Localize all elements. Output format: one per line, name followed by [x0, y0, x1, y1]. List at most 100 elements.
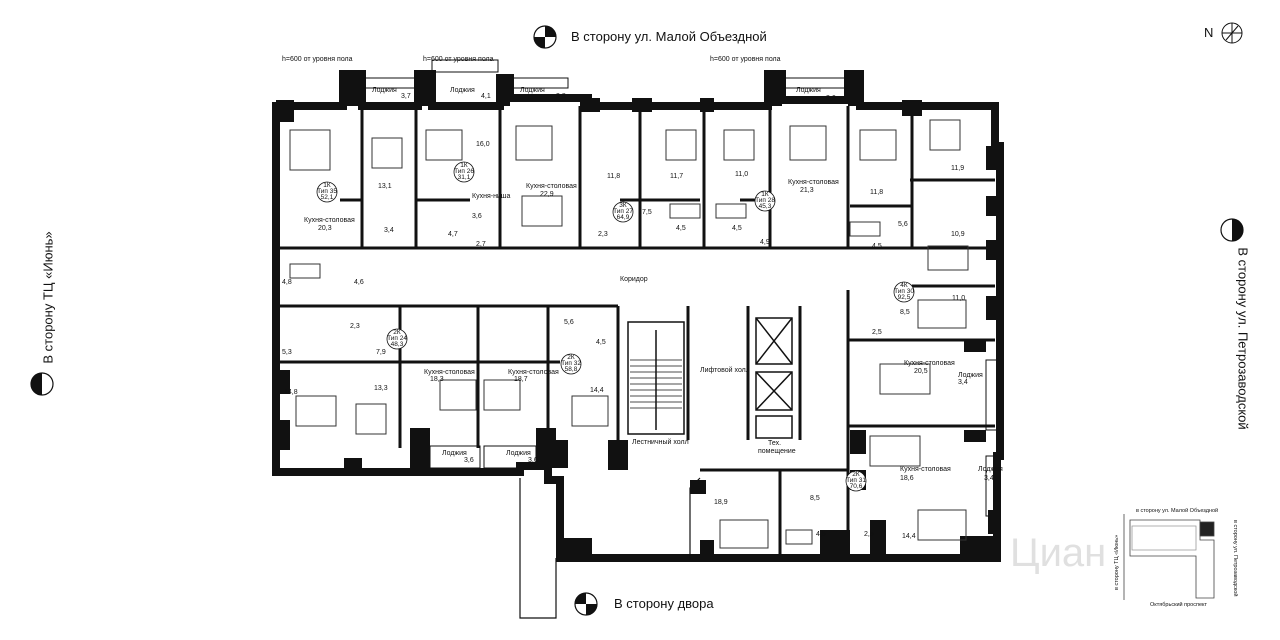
apt-type: 2К — [393, 329, 401, 336]
room-area: 11,8 — [870, 189, 883, 196]
kitchen-label: Кухня-столовая — [904, 360, 955, 367]
room-area: 18,7 — [514, 376, 528, 383]
keyplan-label: в сторону ул. Петрозаводской — [1232, 520, 1239, 596]
direction-top: В сторону ул. Малой Объездной — [571, 29, 767, 44]
kitchen-label: Кухня-столовая — [424, 369, 475, 376]
sill-note: h=600 от уровня пола — [423, 56, 494, 63]
apartment-badge: 1К Тип 28 45,3 — [754, 190, 776, 212]
room-area: 8,5 — [810, 495, 820, 502]
room-areas: 3,7 4,1 3,8 3,6 13,1 16,0 22,9 11,8 11,7… — [282, 93, 994, 540]
kitchen-label: Кухня-столовая — [508, 369, 559, 376]
room-area: 2,3 — [598, 231, 608, 238]
apt-area: 64,9 — [617, 214, 630, 221]
columns — [276, 74, 1000, 558]
apartment-badge: 2К Тип 32 58,8 — [560, 353, 582, 375]
room-area: 14,4 — [590, 387, 604, 394]
apt-code: Тип 35 — [317, 188, 337, 195]
loggia-label: Лоджия — [520, 87, 545, 94]
room-area: 2,3 — [350, 323, 360, 330]
room-area: 3,6 — [472, 213, 482, 220]
apt-area: 45,3 — [759, 203, 772, 210]
room-area: 11,0 — [952, 295, 965, 302]
apt-code: Тип 28 — [755, 197, 775, 204]
apt-code: Тип 24 — [387, 335, 407, 342]
tech-room-label: помещение — [758, 448, 796, 455]
sill-note: h=600 от уровня пола — [710, 56, 781, 63]
apt-type: 4К — [900, 282, 908, 289]
room-area: 11,7 — [670, 173, 683, 180]
direction-left: В сторону ТЦ «Июнь» — [40, 231, 56, 364]
kitchen-label: Кухня-столовая — [788, 179, 839, 186]
room-area: 2,5 — [864, 531, 874, 538]
room-area: 18,6 — [900, 475, 914, 482]
key-plan — [1123, 514, 1215, 600]
room-area: 7,9 — [376, 349, 386, 356]
room-area: 14,8 — [284, 389, 298, 396]
north-arrow-icon — [1221, 22, 1243, 44]
room-area: 22,9 — [540, 191, 554, 198]
room-area: 5,3 — [282, 349, 292, 356]
room-area: 4,9 — [760, 239, 770, 246]
apt-type: 2К — [852, 471, 860, 478]
apt-type: 1К — [761, 191, 769, 198]
keyplan-label: в сторону ТЦ «Июнь» — [1114, 535, 1120, 590]
compass-icon — [533, 25, 557, 49]
apt-type: 2К — [567, 354, 575, 361]
room-area: 11,9 — [951, 165, 964, 172]
room-area: 3,4 — [984, 475, 994, 482]
room-area: 20,5 — [914, 368, 928, 375]
apartment-badges: 1К Тип 35 52,1 1К Тип 26 31,1 3К Тип 27 … — [316, 161, 915, 492]
apt-area: 70,6 — [850, 483, 863, 490]
key-plan-labels: в сторону ул. Малой Объездной Октябрьски… — [1114, 507, 1239, 608]
room-area: 14,4 — [902, 533, 916, 540]
room-area: 5,6 — [564, 319, 574, 326]
keyplan-label: в сторону ул. Малой Объездной — [1136, 507, 1218, 514]
apt-code: Тип 27 — [613, 208, 633, 215]
room-area: 3,4 — [384, 227, 394, 234]
room-area: 4,5 — [596, 339, 606, 346]
direction-bottom: В сторону двора — [614, 596, 714, 611]
north-label: N — [1204, 25, 1214, 40]
room-area: 20,3 — [318, 225, 332, 232]
room-area: 3,6 — [826, 95, 836, 102]
stair-hall-label: Лестничный холл — [632, 438, 689, 446]
apartment-badge: 4К Тип 30 92,5 — [893, 281, 915, 303]
room-area: 10,9 — [951, 231, 965, 238]
compass-icon — [30, 372, 54, 396]
room-area: 4,5 — [816, 531, 826, 538]
room-area: 3,6 — [528, 457, 538, 464]
apt-code: Тип 26 — [454, 168, 474, 175]
apartment-badge: 3К Тип 27 64,9 — [612, 201, 634, 223]
elevator-hall-label: Лифтовой холл — [700, 366, 750, 374]
compass-icon — [1220, 218, 1244, 242]
loggia-label: Лоджия — [450, 87, 475, 94]
direction-right: В сторону ул. Петрозаводской — [1235, 247, 1251, 430]
apt-type: 1К — [460, 162, 468, 169]
apartment-badge: 1К Тип 35 52,1 — [316, 181, 338, 203]
room-area: 4,5 — [676, 225, 686, 232]
loggia-label: Лоджия — [372, 87, 397, 94]
room-area: 4,8 — [282, 279, 292, 286]
room-area: 7,5 — [642, 209, 652, 216]
room-area: 4,7 — [448, 231, 458, 238]
apt-area: 48,3 — [391, 341, 404, 348]
watermark: Циан — [1010, 531, 1106, 575]
interior-walls — [276, 106, 995, 558]
keyplan-label: Октябрьский проспект — [1150, 601, 1207, 608]
room-area: 5,6 — [898, 221, 908, 228]
apt-code: Тип 30 — [894, 288, 914, 295]
apt-area: 92,5 — [898, 294, 911, 301]
loggia-label: Лоджия — [442, 450, 467, 457]
room-area: 4,1 — [481, 93, 491, 100]
room-area: 2,5 — [872, 329, 882, 336]
loggia-label: Лоджия — [958, 372, 983, 379]
compass-icon — [574, 592, 598, 616]
room-area: 4,5 — [872, 243, 882, 250]
core — [627, 317, 793, 439]
loggia-label: Лоджия — [506, 450, 531, 457]
apt-code: Тип 32 — [561, 360, 581, 367]
room-area: 11,8 — [607, 173, 620, 180]
room-area: 4,6 — [354, 279, 364, 286]
room-area: 18,9 — [714, 499, 728, 506]
